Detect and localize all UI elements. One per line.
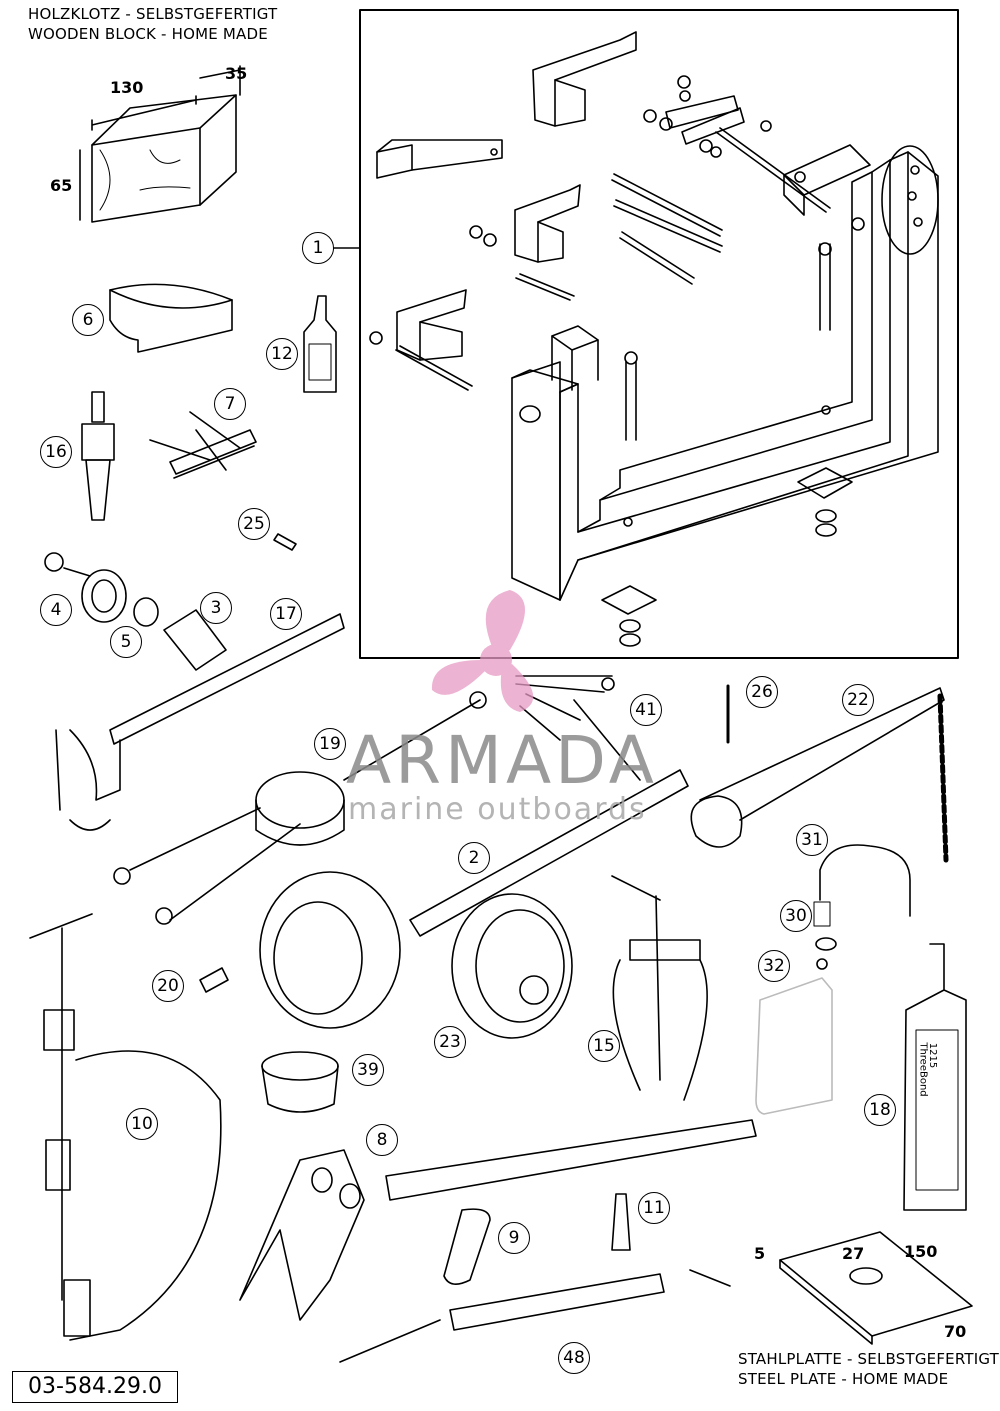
cup-39-drawing	[261, 1051, 339, 1113]
holder-19-drawing	[113, 691, 487, 925]
wooden-block-drawing	[79, 65, 241, 223]
steel-plate-width-dim: 70	[944, 1322, 967, 1341]
callout-23: 23	[434, 1026, 466, 1058]
callout-41: 41	[630, 694, 662, 726]
wooden-block-length-dim: 130	[110, 78, 144, 97]
bar-17-drawing	[55, 613, 345, 831]
wooden-block-height-dim: 65	[50, 176, 73, 195]
chain-wrench-22-drawing	[690, 687, 949, 863]
frame-box	[359, 9, 959, 659]
engine-stand-drawing	[369, 31, 939, 647]
gauge-41-drawing	[515, 675, 641, 781]
callout-10: 10	[126, 1108, 158, 1140]
tube-18-drawing	[903, 943, 967, 1211]
steel-plate-drawing	[779, 1231, 973, 1345]
callout-2: 2	[458, 842, 490, 874]
callout-15: 15	[588, 1030, 620, 1062]
screw-20-drawing	[199, 967, 229, 993]
callout-11: 11	[638, 1192, 670, 1224]
callout-39: 39	[352, 1054, 384, 1086]
puller-16-drawing	[81, 391, 115, 521]
vial-11-drawing	[611, 1193, 631, 1251]
ring-spanner-2-drawing	[259, 769, 689, 1029]
callout-7: 7	[214, 388, 246, 420]
steel-plate-title-de: STAHLPLATTE - SELBSTGEFERTIGT	[738, 1350, 999, 1368]
wooden-block-title-en: WOODEN BLOCK - HOME MADE	[28, 25, 268, 43]
pin-25-drawing	[273, 533, 297, 551]
steel-plate-title-en: STEEL PLATE - HOME MADE	[738, 1370, 949, 1388]
tool-9-drawing	[443, 1208, 491, 1285]
callout-25: 25	[238, 508, 270, 540]
clamp-10-drawing	[29, 913, 222, 1341]
callout-18: 18	[864, 1094, 896, 1126]
callout-26: 26	[746, 676, 778, 708]
callout-12: 12	[266, 338, 298, 370]
callout-30: 30	[780, 900, 812, 932]
callout-32: 32	[758, 950, 790, 982]
steel-plate-hole-dim: 27	[842, 1244, 865, 1263]
puller-15-drawing	[611, 875, 708, 1101]
callout-5: 5	[110, 626, 142, 658]
watermark-brand: ARMADA	[346, 722, 658, 799]
wooden-block-title-de: HOLZKLOTZ - SELBSTGEFERTIGT	[28, 5, 278, 23]
sleeves-drawing	[44, 552, 227, 671]
callout-1: 1	[302, 232, 334, 264]
ring-drawing	[109, 283, 233, 353]
callout-22: 22	[842, 684, 874, 716]
callout-9: 9	[498, 1222, 530, 1254]
callout-6: 6	[72, 304, 104, 336]
flywheel-23-drawing	[451, 893, 573, 1039]
grease-gun-48-drawing	[339, 1269, 731, 1363]
callout-48: 48	[558, 1342, 590, 1374]
callout-31: 31	[796, 824, 828, 856]
document-number: 03-584.29.0	[12, 1371, 178, 1403]
tool-8-drawing	[239, 1119, 757, 1321]
watermark-tagline: marine outboards	[348, 792, 647, 827]
tube-code-label: 1215	[927, 1042, 939, 1069]
callout-4: 4	[40, 594, 72, 626]
callout-17: 17	[270, 598, 302, 630]
hose-31-drawing	[819, 844, 911, 917]
callout-19: 19	[314, 728, 346, 760]
steel-plate-thickness-dim: 5	[754, 1244, 766, 1263]
callout-20: 20	[152, 970, 184, 1002]
oil-can-drawing	[755, 977, 833, 1115]
callout-16: 16	[40, 436, 72, 468]
callout-3: 3	[200, 592, 232, 624]
watermark-propeller-logo	[431, 590, 534, 712]
wooden-block-depth-dim: 35	[225, 64, 248, 83]
steel-plate-length-dim: 150	[904, 1242, 938, 1261]
callout-8: 8	[366, 1124, 398, 1156]
